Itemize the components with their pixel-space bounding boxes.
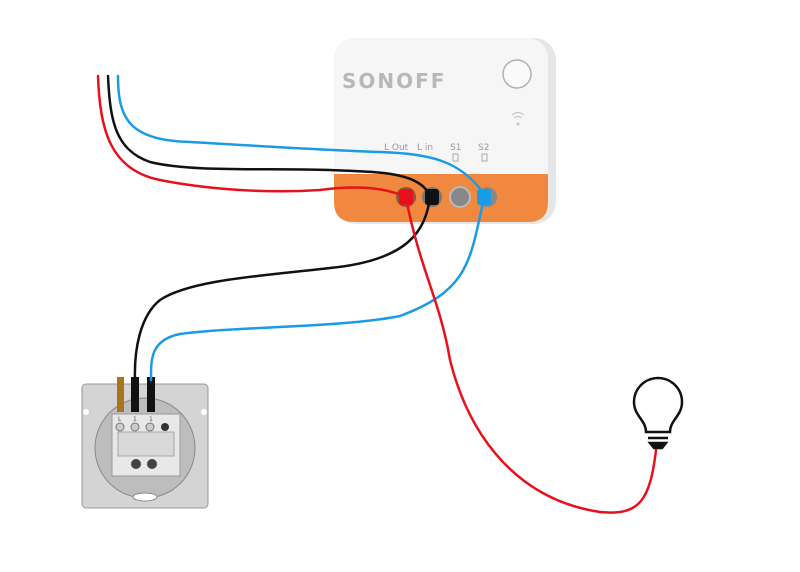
wire-red-lamp	[404, 196, 658, 514]
wire-red-supply	[96, 74, 406, 198]
switch-wire-brown	[117, 377, 124, 412]
switch-terminal-l: L	[118, 416, 122, 423]
terminal-label-lout: L Out	[384, 143, 409, 153]
sonoff-device: SONOFF L Out L in S1 S2	[334, 38, 556, 224]
terminal-s1	[449, 186, 471, 208]
bulb-icon	[632, 376, 684, 450]
terminal-label-lin: L in	[417, 143, 433, 153]
wire-black-switch	[133, 196, 432, 382]
switch-terminal-1b: 1	[149, 416, 153, 423]
brand-logo: SONOFF	[342, 69, 446, 93]
wall-switch: L 1 1	[81, 377, 209, 509]
terminal-label-s1: S1	[450, 143, 461, 153]
switch-terminal-1a: 1	[133, 416, 137, 423]
wire-black-supply	[106, 74, 432, 198]
wire-blue-switch	[149, 196, 486, 382]
button-icon[interactable]	[502, 59, 532, 89]
terminal-label-s2: S2	[478, 143, 489, 153]
wifi-icon	[511, 112, 525, 126]
wire-blue-supply	[116, 74, 486, 196]
